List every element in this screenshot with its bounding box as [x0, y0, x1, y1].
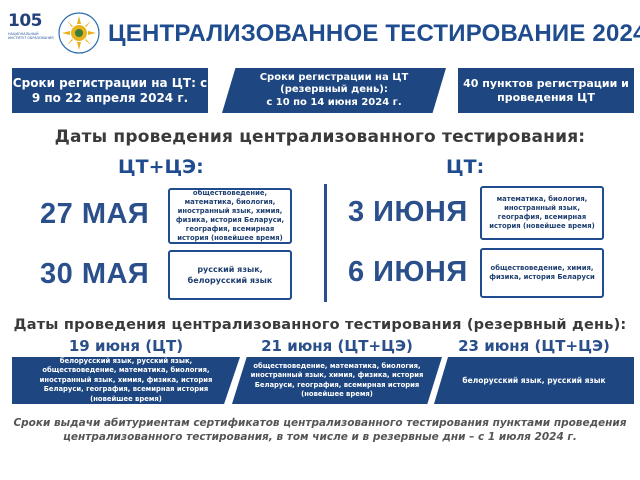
- subjects-text: белорусский язык, русский язык: [462, 375, 606, 385]
- subjects-text: белорусский язык, русский язык, общество…: [39, 356, 213, 403]
- registration-dates-text: Сроки регистрации на ЦТ: с 9 по 22 апрел…: [12, 75, 208, 105]
- subjects-box-30-may: русский язык, белорусский язык: [168, 250, 292, 300]
- reserve-subjects-19-june: белорусский язык, русский язык, общество…: [12, 357, 240, 404]
- registration-points-text: 40 пунктов регистрации и проведения ЦТ: [463, 76, 629, 104]
- subjects-text: обществоведение, химия, физика, история …: [489, 264, 595, 281]
- logo-number: 105: [8, 11, 43, 31]
- logo-caption: НАЦИОНАЛЬНЫЙ ИНСТИТУТ ОБРАЗОВАНИЯ: [8, 32, 54, 40]
- reserve-subjects-23-june: белорусский язык, русский язык: [434, 357, 634, 404]
- date-3-june: 3 ИЮНЯ: [348, 196, 468, 228]
- date-6-june: 6 ИЮНЯ: [348, 256, 468, 288]
- subjects-box-3-june: математика, биология, иностранный язык, …: [480, 186, 604, 240]
- reserve-registration-banner: Сроки регистрации на ЦТ (резервный день)…: [222, 68, 446, 113]
- reserve-registration-line3: с 10 по 14 июня 2024 г.: [266, 96, 402, 108]
- subjects-text: математика, биология, иностранный язык, …: [489, 195, 595, 230]
- page-title: ЦЕНТРАЛИЗОВАННОЕ ТЕСТИРОВАНИЕ 2024: [108, 20, 640, 47]
- date-27-may: 27 МАЯ: [40, 198, 150, 230]
- subjects-box-27-may: обществоведение, математика, биология, и…: [168, 188, 292, 244]
- reserve-title-21-june: 21 июня (ЦТ+ЦЭ): [261, 337, 413, 355]
- registration-dates-banner: Сроки регистрации на ЦТ: с 9 по 22 апрел…: [12, 68, 208, 113]
- institute-emblem-icon: [58, 12, 100, 54]
- subjects-text: обществоведение, математика, биология, и…: [250, 361, 424, 399]
- main-dates-heading: Даты проведения централизованного тестир…: [54, 127, 586, 147]
- subjects-text: русский язык, белорусский язык: [187, 265, 273, 285]
- anniversary-logo: 105 НАЦИОНАЛЬНЫЙ ИНСТИТУТ ОБРАЗОВАНИЯ: [8, 12, 54, 58]
- subjects-text: обществоведение, математика, биология, и…: [175, 189, 285, 242]
- subjects-box-6-june: обществоведение, химия, физика, история …: [480, 248, 604, 298]
- ct-label: ЦТ:: [446, 156, 485, 178]
- registration-points-banner: 40 пунктов регистрации и проведения ЦТ: [458, 68, 634, 113]
- reserve-title-19-june: 19 июня (ЦТ): [68, 337, 184, 355]
- ct-tse-label: ЦТ+ЦЭ:: [118, 156, 204, 178]
- reserve-subjects-21-june: обществоведение, математика, биология, и…: [232, 357, 442, 404]
- column-divider: [324, 184, 327, 302]
- reserve-registration-line2: (резервный день):: [280, 84, 388, 96]
- reserve-dates-heading: Даты проведения централизованного тестир…: [13, 317, 627, 333]
- reserve-title-23-june: 23 июня (ЦТ+ЦЭ): [458, 337, 610, 355]
- date-30-may: 30 МАЯ: [40, 258, 150, 290]
- reserve-registration-line1: Сроки регистрации на ЦТ: [259, 71, 409, 83]
- certificate-issue-note: Сроки выдачи абитуриентам сертификатов ц…: [13, 417, 627, 443]
